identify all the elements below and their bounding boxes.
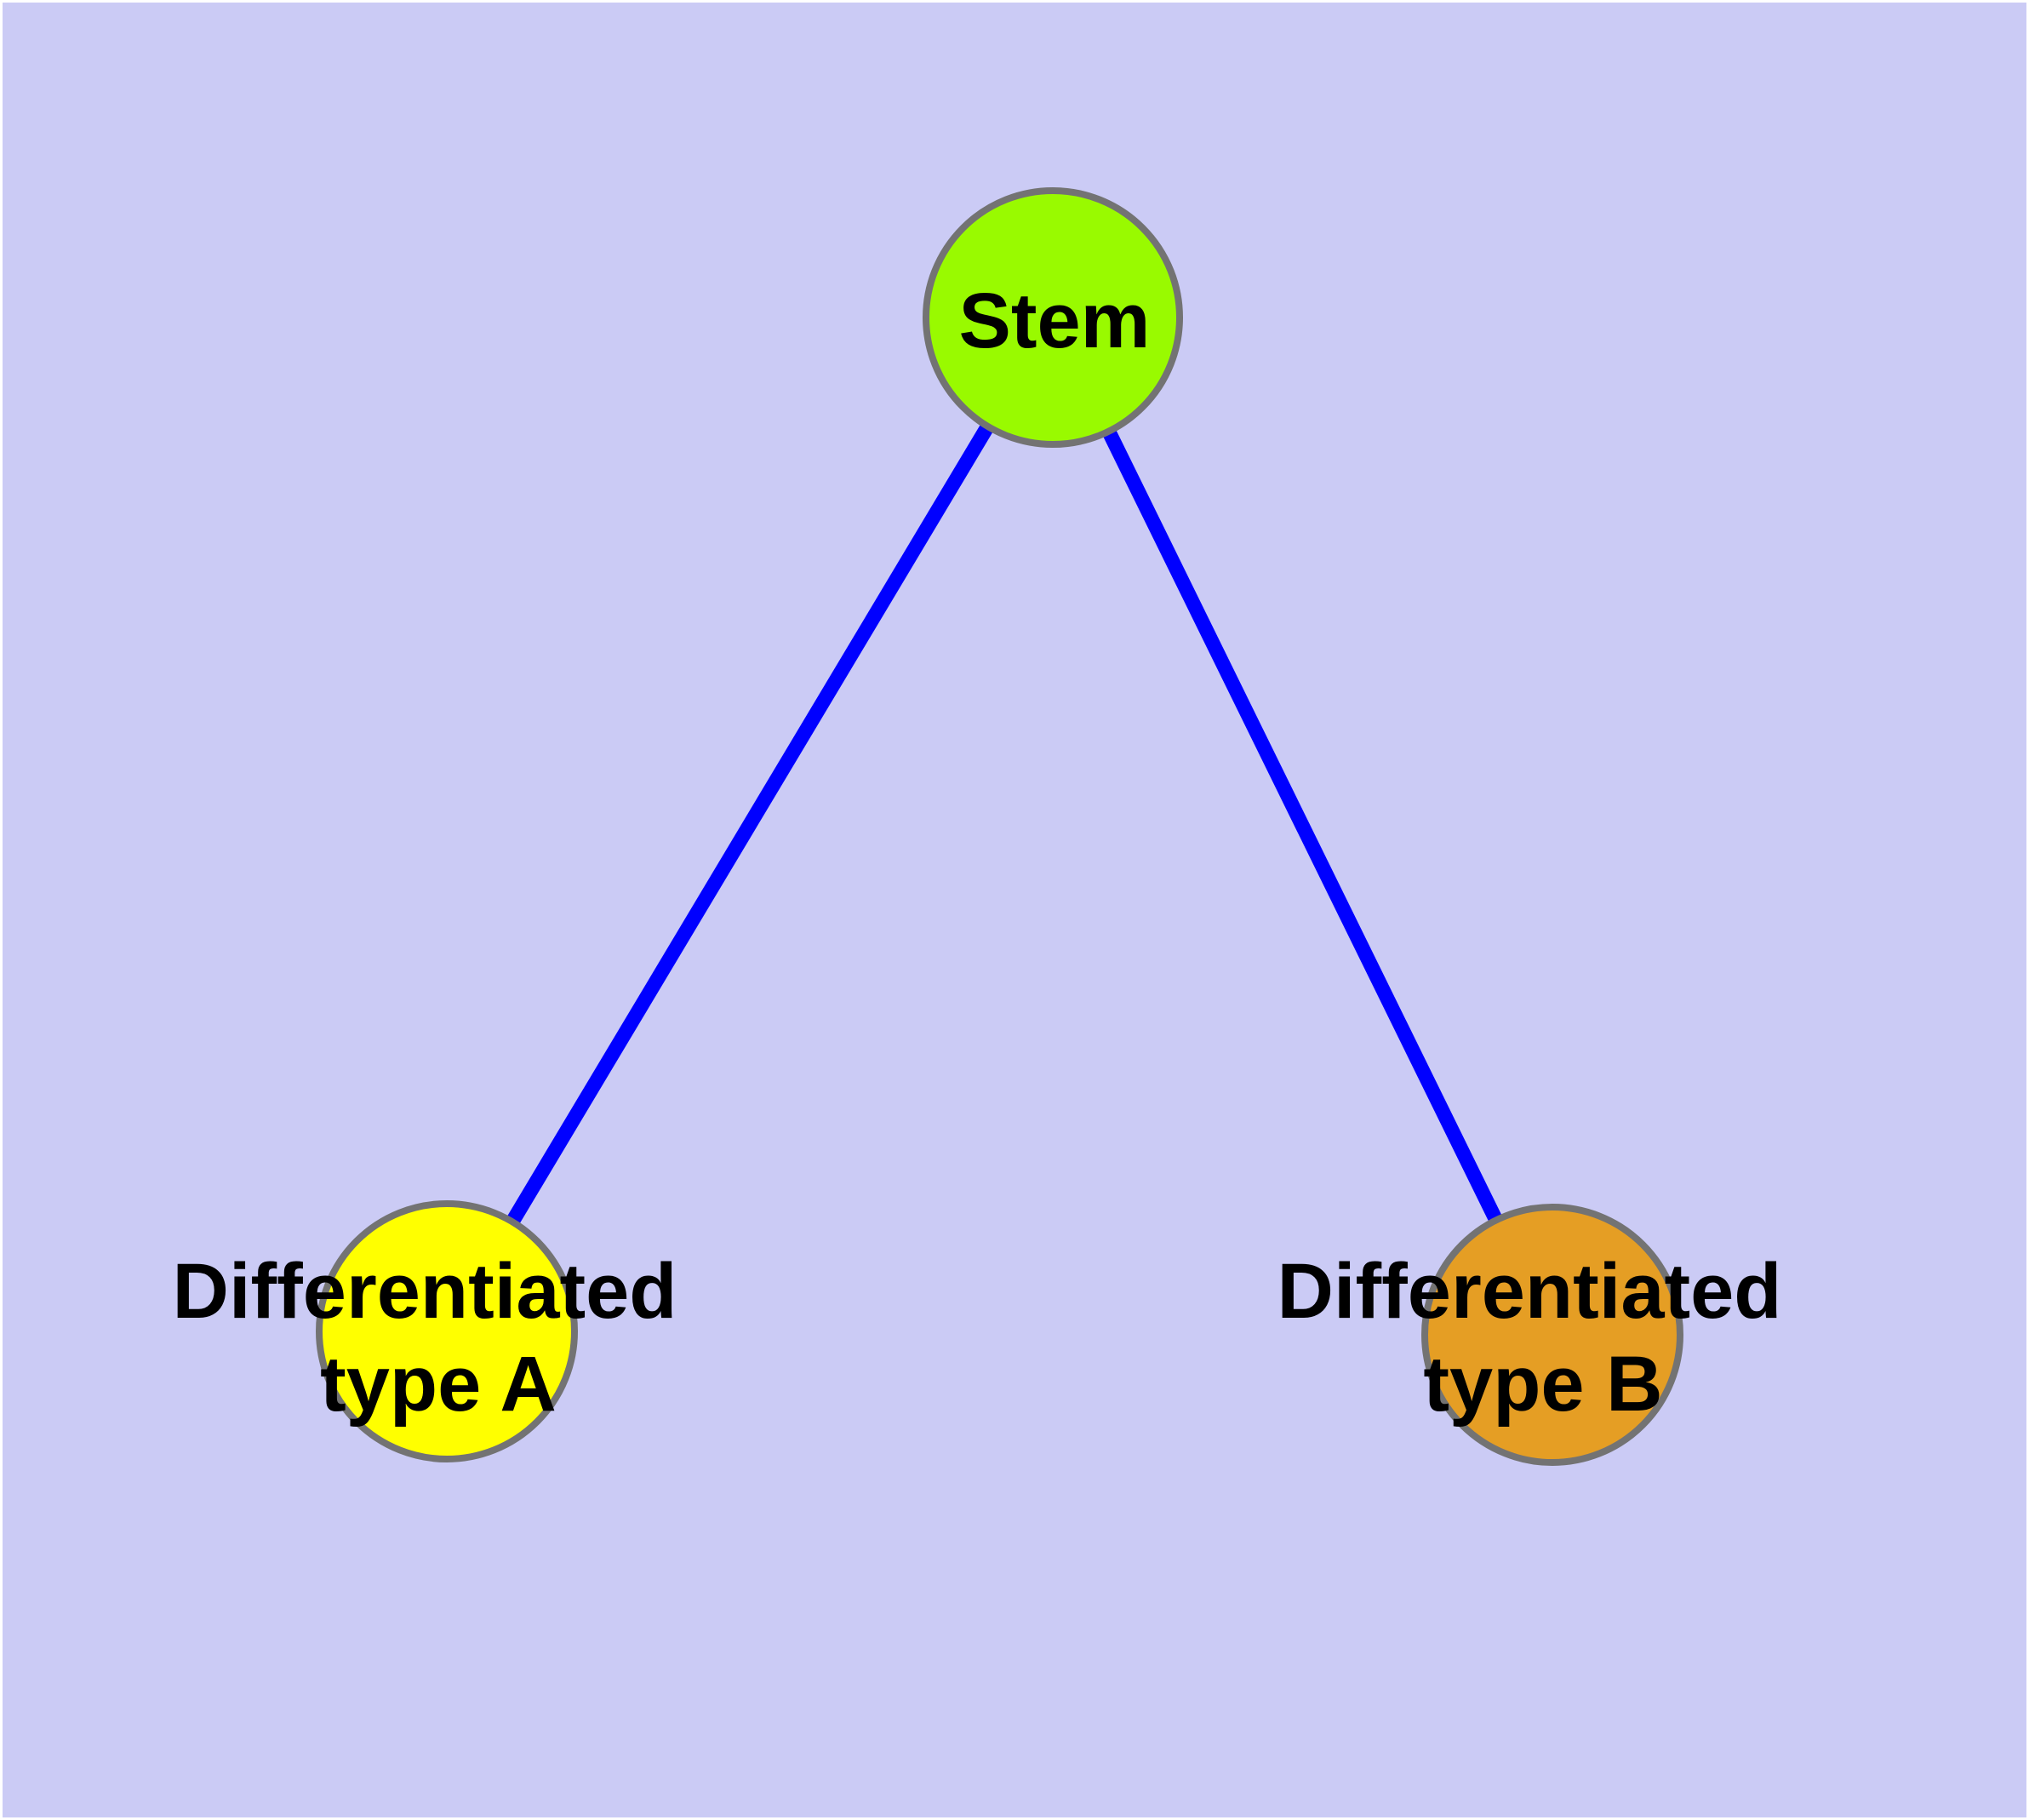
type-b-label-line2: type B: [1423, 1341, 1662, 1428]
type-a-node: [316, 1200, 578, 1462]
stem-node-label: Stem: [959, 278, 1151, 364]
stem-node: [923, 187, 1183, 448]
type-b-node: [1421, 1204, 1683, 1466]
edge-stem-to-type-a: [440, 313, 1060, 1336]
edge-stem-to-type-b: [1046, 314, 1559, 1338]
type-a-label-line1: Differentiated: [173, 1248, 677, 1335]
type-a-label-line2: type A: [320, 1341, 557, 1428]
type-b-label-line1: Differentiated: [1277, 1248, 1782, 1335]
